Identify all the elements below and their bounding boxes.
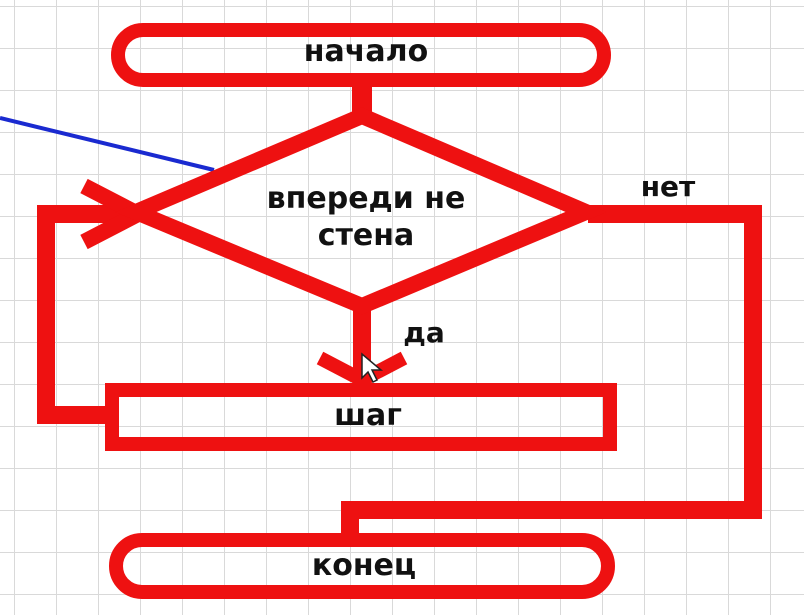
annotation-pointer-line xyxy=(0,116,215,172)
condition-label-line1: впереди не xyxy=(267,181,466,216)
end-label: конец xyxy=(312,548,416,583)
arrowhead-down-into-step xyxy=(316,351,408,388)
decision-diamond xyxy=(115,107,607,315)
step-process-box xyxy=(105,383,617,451)
no-branch-label: нет xyxy=(641,170,696,203)
start-terminator xyxy=(111,23,611,87)
connector-no-branch xyxy=(341,205,762,540)
yes-branch-label: да xyxy=(403,316,445,349)
step-label: шаг xyxy=(334,398,402,433)
loop-back-connector xyxy=(37,205,138,424)
condition-label-line2: стена xyxy=(318,218,415,253)
start-label: начало xyxy=(304,34,428,69)
end-terminator xyxy=(109,533,615,599)
mouse-cursor-icon xyxy=(361,352,384,384)
